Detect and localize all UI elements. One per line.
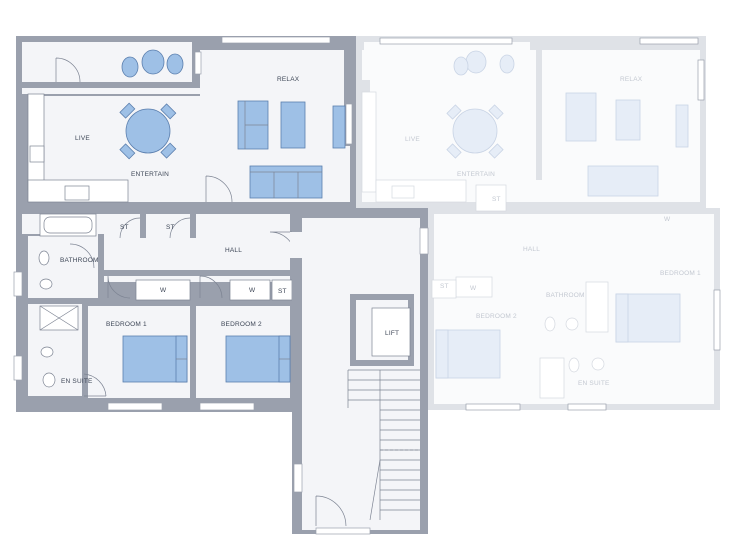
bathroom-door[interactable]: [69, 243, 95, 269]
bathroom-fixtures: [38, 250, 53, 290]
mirror-label-wardrobe-1: W: [664, 216, 671, 223]
mirror-label-relax: RELAX: [620, 76, 643, 83]
dining-set: [119, 102, 177, 160]
label-store-3: ST: [278, 288, 287, 295]
balcony-table-set: [121, 49, 184, 78]
label-bedroom-2: BEDROOM 2: [221, 321, 262, 328]
mirror-label-en-suite: EN SUITE: [578, 380, 610, 387]
en-suite-fixtures: [40, 346, 56, 388]
mirror-dining-set: [446, 104, 504, 159]
mirror-label-hall: HALL: [523, 246, 540, 253]
window-bathroom: [13, 271, 23, 297]
label-en-suite: EN SUITE: [61, 378, 93, 385]
balcony-door[interactable]: [55, 57, 81, 83]
mirror-bedroom-2-bed: [435, 329, 501, 379]
mirror-label-live: LIVE: [405, 136, 420, 143]
mirror-label-wardrobe-2: W: [470, 285, 477, 292]
bed-bedroom-2: [225, 335, 291, 383]
living-door[interactable]: [205, 175, 233, 203]
balcony: [22, 42, 192, 82]
core-entrance-threshold: [315, 527, 371, 535]
store-1-door[interactable]: [119, 217, 141, 239]
window-balcony: [194, 51, 202, 75]
window-bedroom-2: [199, 402, 255, 411]
mirror-tv-unit: [675, 104, 689, 148]
kitchen-sink: [64, 185, 90, 201]
mirror-armchair: [565, 92, 597, 142]
wardrobe-bedroom-1: [135, 279, 191, 301]
bedroom-2-door[interactable]: [199, 275, 223, 299]
label-relax: RELAX: [277, 76, 300, 83]
mirror-label-store-1: ST: [492, 196, 501, 203]
label-wardrobe-2: W: [249, 287, 256, 294]
mirror-sofa: [587, 165, 659, 197]
hob: [29, 145, 45, 163]
bathroom-area: [28, 236, 98, 298]
shower-tray: [39, 305, 79, 331]
mirror-balcony-table: [453, 50, 515, 76]
main-apartment: RELAX LIVE ENTERTAIN HALL BATHROOM BEDRO…: [13, 36, 356, 412]
mirror-label-bathroom: BATHROOM: [546, 292, 585, 299]
mirror-kitchen: [361, 91, 467, 203]
label-entertain: ENTERTAIN: [131, 171, 169, 178]
label-bathroom: BATHROOM: [60, 257, 99, 264]
label-store-2: ST: [166, 224, 175, 231]
mirror-wardrobes: [431, 184, 507, 299]
kitchen-units: [27, 93, 129, 203]
store-2-door[interactable]: [169, 217, 191, 239]
window-stairwell: [293, 463, 303, 493]
en-suite-door[interactable]: [83, 373, 107, 397]
mirror-coffee-table: [615, 99, 641, 141]
mirror-bathroom-fixtures: [539, 281, 609, 399]
mirror-label-bedroom-2: BEDROOM 2: [476, 313, 517, 320]
sofa: [249, 165, 323, 199]
label-store-1: ST: [120, 224, 129, 231]
label-live: LIVE: [75, 135, 90, 142]
staircase: [347, 369, 420, 521]
bathtub: [39, 213, 97, 237]
window-relax: [221, 36, 331, 44]
label-lift: LIFT: [385, 330, 399, 337]
window-bedroom-1: [107, 402, 163, 411]
mirror-label-entertain: ENTERTAIN: [457, 171, 495, 178]
coffee-table: [280, 101, 306, 149]
window-core-right: [419, 227, 429, 255]
tv-unit: [332, 105, 346, 149]
armchair: [237, 100, 269, 150]
window-tv: [345, 103, 353, 145]
core-entrance-door[interactable]: [315, 495, 347, 527]
mirror-bedroom-1-bed: [615, 293, 681, 343]
label-bedroom-1: BEDROOM 1: [106, 321, 147, 328]
mirror-label-store-2: ST: [440, 283, 449, 290]
label-wardrobe-1: W: [160, 287, 167, 294]
mirrored-apartment: RELAX LIVE ENTERTAIN HALL BEDROOM 1 BEDR…: [356, 36, 721, 411]
bed-bedroom-1: [122, 335, 188, 383]
label-hall: HALL: [225, 247, 242, 254]
bedroom-1-door[interactable]: [107, 275, 131, 299]
window-en-suite: [13, 355, 23, 381]
lift-car: [371, 307, 411, 357]
wardrobe-bedroom-2: [229, 279, 271, 301]
mirror-label-bedroom-1: BEDROOM 1: [660, 270, 701, 277]
stair-core: LIFT: [290, 208, 429, 535]
